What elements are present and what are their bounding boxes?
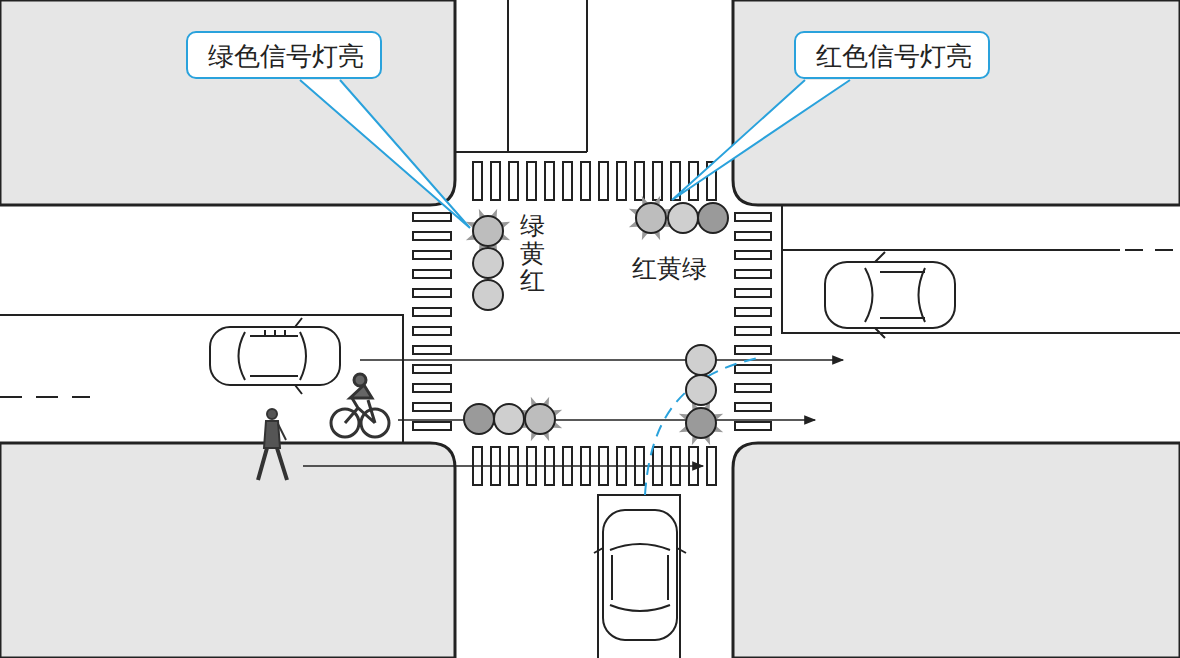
callout-box: 红色信号灯亮 bbox=[794, 31, 990, 79]
cyclist bbox=[331, 374, 389, 437]
light-order-vertical: 绿黄红 bbox=[520, 212, 545, 295]
traffic-light bbox=[464, 203, 728, 438]
turn-path bbox=[645, 358, 758, 495]
travel-arrow bbox=[303, 360, 843, 466]
light-glow bbox=[466, 196, 723, 445]
callout-text: 绿色信号灯亮 bbox=[208, 41, 360, 72]
light-order-label: 红黄绿 bbox=[632, 252, 707, 285]
crosswalk bbox=[413, 162, 771, 485]
callout-box: 绿色信号灯亮 bbox=[186, 31, 382, 79]
callout-text: 红色信号灯亮 bbox=[816, 41, 968, 72]
callout-leader bbox=[300, 80, 850, 228]
car bbox=[210, 252, 955, 640]
pedestrian bbox=[258, 409, 287, 480]
